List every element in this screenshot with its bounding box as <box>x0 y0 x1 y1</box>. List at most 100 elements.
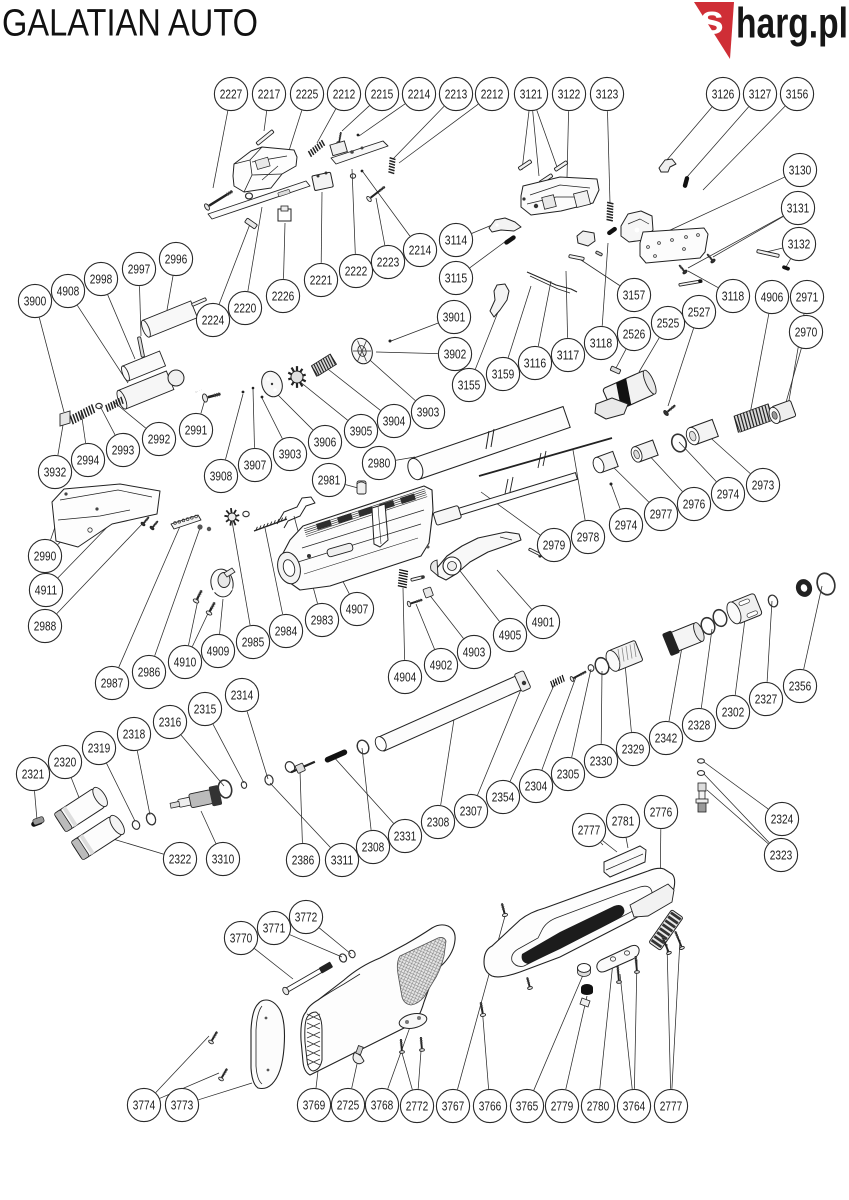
svg-text:2997: 2997 <box>128 262 151 277</box>
svg-text:3764: 3764 <box>623 1099 646 1114</box>
svg-text:3311: 3311 <box>331 853 354 868</box>
svg-text:2318: 2318 <box>123 727 146 742</box>
svg-text:2217: 2217 <box>258 87 281 102</box>
svg-text:4901: 4901 <box>532 615 555 630</box>
svg-text:GALATIAN AUTO: GALATIAN AUTO <box>2 2 258 44</box>
svg-text:3906: 3906 <box>314 435 337 450</box>
svg-text:3131: 3131 <box>787 201 810 216</box>
svg-text:4908: 4908 <box>57 284 80 299</box>
svg-text:2226: 2226 <box>272 289 295 304</box>
svg-text:4902: 4902 <box>430 658 453 673</box>
svg-text:2996: 2996 <box>165 252 188 267</box>
svg-text:2308: 2308 <box>427 815 450 830</box>
svg-text:3907: 3907 <box>244 458 267 473</box>
svg-text:harg.pl: harg.pl <box>736 0 848 48</box>
svg-text:3766: 3766 <box>479 1099 502 1114</box>
svg-text:3773: 3773 <box>171 1098 194 1113</box>
svg-text:4909: 4909 <box>207 644 230 659</box>
svg-text:2987: 2987 <box>101 676 124 691</box>
svg-text:2973: 2973 <box>752 478 775 493</box>
svg-text:2777: 2777 <box>578 823 601 838</box>
svg-text:2221: 2221 <box>310 273 333 288</box>
svg-text:2781: 2781 <box>612 814 635 829</box>
svg-text:3771: 3771 <box>263 921 286 936</box>
svg-text:3126: 3126 <box>712 87 735 102</box>
svg-text:3132: 3132 <box>788 237 811 252</box>
svg-text:3123: 3123 <box>596 87 619 102</box>
svg-text:3905: 3905 <box>350 424 373 439</box>
svg-text:2307: 2307 <box>460 804 483 819</box>
svg-text:2354: 2354 <box>492 790 515 805</box>
svg-text:2225: 2225 <box>296 87 319 102</box>
svg-text:2213: 2213 <box>445 87 468 102</box>
svg-text:2328: 2328 <box>688 718 711 733</box>
svg-text:2979: 2979 <box>543 538 566 553</box>
svg-text:2386: 2386 <box>292 853 315 868</box>
svg-text:2971: 2971 <box>796 290 819 305</box>
svg-text:2322: 2322 <box>169 852 192 867</box>
svg-text:2780: 2780 <box>587 1099 610 1114</box>
svg-text:2321: 2321 <box>22 767 45 782</box>
svg-text:2776: 2776 <box>650 805 673 820</box>
svg-text:3159: 3159 <box>492 367 515 382</box>
svg-text:3118: 3118 <box>722 289 745 304</box>
svg-text:4910: 4910 <box>174 655 197 670</box>
svg-text:2212: 2212 <box>333 87 356 102</box>
svg-text:3903: 3903 <box>417 405 440 420</box>
svg-text:2992: 2992 <box>148 432 171 447</box>
svg-text:2981: 2981 <box>318 473 341 488</box>
svg-text:2223: 2223 <box>377 255 400 270</box>
svg-text:2980: 2980 <box>368 456 391 471</box>
svg-text:2215: 2215 <box>371 87 394 102</box>
svg-text:3901: 3901 <box>443 310 466 325</box>
svg-text:3118: 3118 <box>590 336 613 351</box>
svg-text:2527: 2527 <box>688 305 711 320</box>
svg-text:2985: 2985 <box>242 635 265 650</box>
svg-text:2976: 2976 <box>683 497 706 512</box>
svg-text:4904: 4904 <box>394 670 417 685</box>
svg-text:2214: 2214 <box>409 243 432 258</box>
svg-text:2991: 2991 <box>185 423 208 438</box>
svg-text:2993: 2993 <box>112 443 135 458</box>
svg-text:2988: 2988 <box>34 619 57 634</box>
svg-text:2222: 2222 <box>345 264 368 279</box>
svg-text:3900: 3900 <box>24 294 47 309</box>
svg-text:2974: 2974 <box>615 518 638 533</box>
svg-text:2331: 2331 <box>394 829 417 844</box>
svg-text:2977: 2977 <box>650 507 673 522</box>
svg-text:2998: 2998 <box>90 272 113 287</box>
svg-text:3114: 3114 <box>445 233 468 248</box>
svg-text:3121: 3121 <box>520 87 543 102</box>
svg-text:2990: 2990 <box>34 549 57 564</box>
svg-text:2302: 2302 <box>722 705 745 720</box>
svg-text:3127: 3127 <box>749 87 772 102</box>
svg-text:2305: 2305 <box>557 767 580 782</box>
svg-text:2984: 2984 <box>275 624 298 639</box>
svg-text:2330: 2330 <box>590 754 613 769</box>
svg-text:3130: 3130 <box>789 163 812 178</box>
svg-text:2220: 2220 <box>234 301 257 316</box>
svg-text:2214: 2214 <box>408 87 431 102</box>
svg-text:2970: 2970 <box>795 325 818 340</box>
svg-text:2224: 2224 <box>202 313 225 328</box>
svg-text:3116: 3116 <box>524 356 547 371</box>
svg-text:4906: 4906 <box>761 290 784 305</box>
svg-text:2315: 2315 <box>194 702 217 717</box>
svg-text:3908: 3908 <box>210 469 233 484</box>
svg-text:2316: 2316 <box>159 715 182 730</box>
svg-text:2323: 2323 <box>770 848 793 863</box>
svg-text:2324: 2324 <box>771 812 794 827</box>
svg-text:2329: 2329 <box>622 742 645 757</box>
svg-text:2725: 2725 <box>337 1098 360 1113</box>
svg-text:3932: 3932 <box>44 465 67 480</box>
svg-text:2212: 2212 <box>481 87 504 102</box>
svg-text:2974: 2974 <box>717 487 740 502</box>
svg-text:4907: 4907 <box>346 602 369 617</box>
svg-text:3115: 3115 <box>445 271 468 286</box>
svg-text:2772: 2772 <box>406 1099 429 1114</box>
svg-text:2994: 2994 <box>77 453 100 468</box>
svg-text:2304: 2304 <box>525 779 548 794</box>
svg-text:3769: 3769 <box>303 1098 326 1113</box>
svg-text:3904: 3904 <box>383 414 406 429</box>
svg-text:2779: 2779 <box>551 1099 574 1114</box>
